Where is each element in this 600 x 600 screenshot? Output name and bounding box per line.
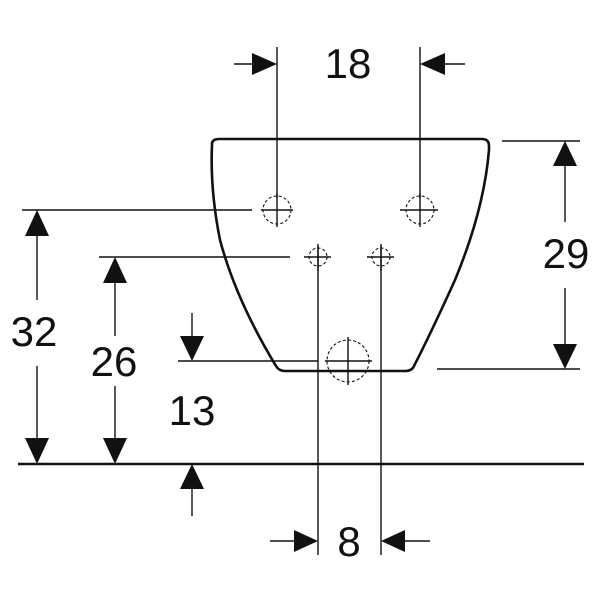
bottom-right-arrow — [381, 530, 405, 552]
top-span-label: 18 — [325, 40, 372, 87]
right-bottom-arrow — [553, 344, 577, 369]
right-top-arrow — [553, 141, 577, 166]
left-outer-bottom-arrow — [25, 438, 49, 464]
height-left-inner-label: 26 — [91, 338, 138, 385]
height-right-label: 29 — [543, 230, 590, 277]
bottom-left-arrow — [294, 530, 318, 552]
hole-mid-left — [304, 244, 331, 271]
left-inner-bottom-arrow — [103, 438, 127, 464]
lower-bottom-arrow — [180, 464, 204, 489]
height-left-outer-label: 32 — [11, 308, 58, 355]
bottom-span-label: 8 — [337, 518, 360, 565]
bowl-outline — [210, 137, 491, 373]
lower-top-arrow — [180, 336, 204, 361]
hole-mid-right — [367, 244, 394, 271]
hole-bottom-drain — [325, 337, 372, 385]
hole-top-left — [261, 193, 293, 227]
left-outer-top-arrow — [25, 210, 49, 236]
height-lower-label: 13 — [169, 387, 216, 434]
hole-top-right — [400, 193, 438, 227]
left-inner-top-arrow — [103, 257, 127, 283]
top-right-arrow — [420, 53, 445, 75]
top-left-arrow — [252, 53, 277, 75]
